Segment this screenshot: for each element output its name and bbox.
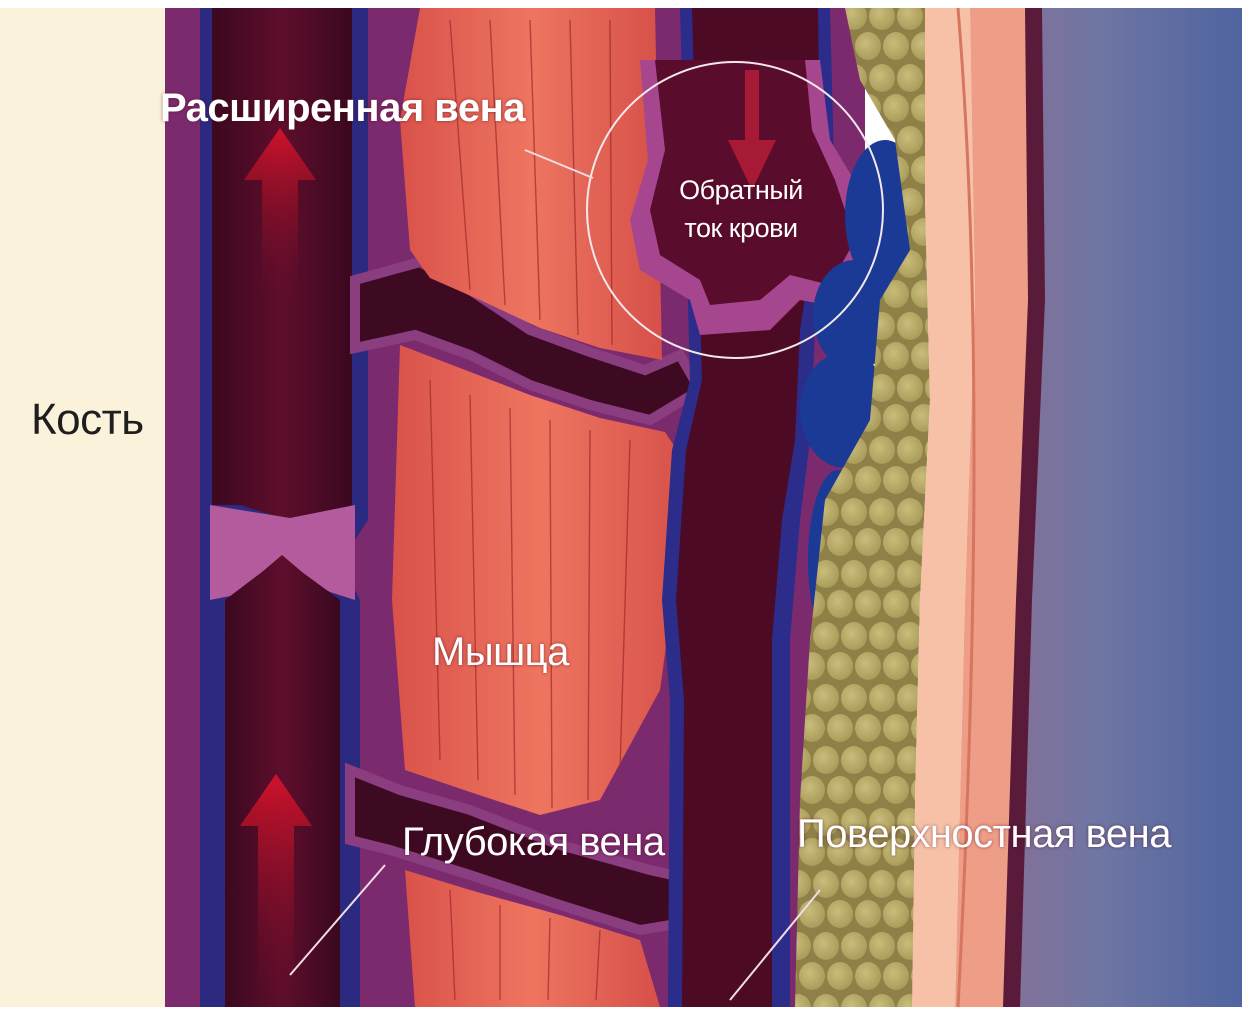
label-superficial-vein: Поверхностная вена	[797, 812, 1171, 857]
label-dilated-vein: Расширенная вена	[160, 86, 525, 131]
label-muscle: Мышца	[432, 630, 569, 675]
label-bone: Кость	[31, 395, 144, 445]
label-reverse-line1: Обратный	[661, 171, 821, 209]
bone	[0, 8, 170, 1007]
label-reverse-blood-flow: Обратный ток крови	[661, 171, 821, 247]
label-deep-vein: Глубокая вена	[402, 820, 665, 865]
label-reverse-line2: ток крови	[661, 209, 821, 247]
